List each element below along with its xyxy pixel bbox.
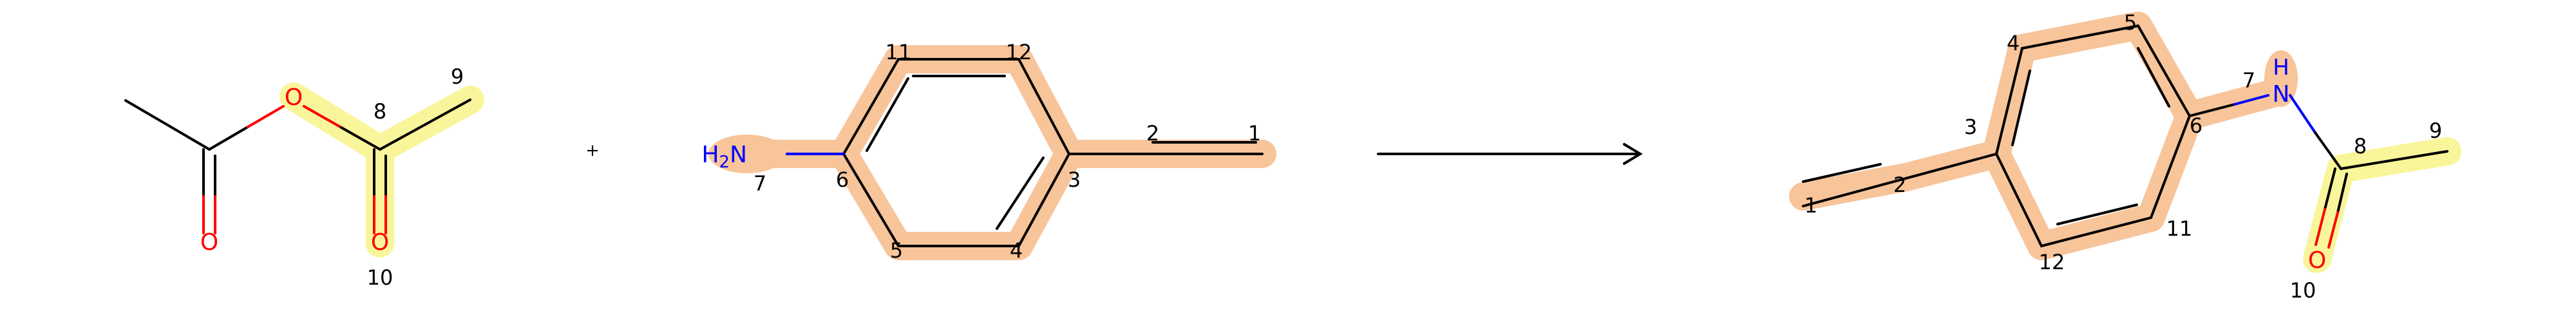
bond-c8-c9 [379,99,471,151]
highlight-product-vinyl-a [1789,163,1920,211]
product-bond-c8-o10-a-black [2324,167,2336,211]
product-bond-c6-n-blue [2233,94,2269,106]
atom-nh2-n: N [730,142,747,168]
atom-o-carbonyl-right: O [371,229,389,256]
bond-c-o-red [247,105,285,128]
product-ring-inner-b [2137,47,2170,108]
product-atom-index-c1: 1 [1804,193,1817,218]
atom-nh2: H2N [701,142,747,172]
atom-index-c9: 9 [451,64,464,89]
product-ring-inner-a [2011,70,2031,146]
product-atom-index-n7: 7 [2242,68,2255,93]
atom-o-carbonyl-left: O [200,229,218,256]
product-bond-c8-o10-b-black [2336,173,2348,214]
product-bond-double-c1-c2 [1802,163,1882,183]
highlight-product-c8-o10 [2303,155,2355,273]
reactant-4-aminostyrene: H2N 7 6 11 12 5 4 3 2 1 [701,40,1276,263]
reaction-arrow-head [1623,143,1643,165]
atom-index-c11: 11 [886,40,912,64]
reactant-acetic-anhydride: O O O 8 9 10 [124,64,484,290]
reaction-plus-sign: + [585,141,600,160]
highlight-nh2-atom [708,135,786,173]
product-atom-index-c3: 3 [1964,115,1977,139]
atom-nh-h: H [2273,55,2289,80]
atom-index-c12: 12 [1006,40,1032,64]
atom-index-c2: 2 [1146,121,1159,146]
product-bond-c6-n-black [2188,103,2236,117]
atom-o-ester: O [285,84,303,111]
highlight-product-orange [1789,12,2294,260]
reaction-arrow-icon [1377,143,1643,165]
atom-index-c8: 8 [374,99,386,124]
atom-index-o10: 10 [367,265,393,290]
atom-index-c3: 3 [1068,167,1081,192]
product-atom-index-c8: 8 [2354,134,2367,158]
product-atom-index-o10: 10 [2290,278,2316,303]
atom-nh2-h: H [701,142,719,168]
atom-index-c1: 1 [1248,121,1261,146]
product-atom-index-c6: 6 [2190,113,2202,138]
product-4-vinylacetanilide: H N O 1 2 3 4 5 6 7 8 9 10 11 12 [1789,10,2461,303]
bonds-aminostyrene [786,58,1264,247]
bonds-acetic-anhydride [124,99,471,234]
product-atom-index-c5: 5 [2124,10,2137,35]
product-atom-index-c2: 2 [1893,173,1906,197]
atom-index-c5: 5 [890,238,903,263]
product-atom-index-c12: 12 [2039,250,2065,274]
atom-index-n7: 7 [753,171,766,196]
highlight-product-acetyl [2303,137,2461,273]
product-bond-n-c8-blue [2289,94,2316,134]
product-atom-index-c4: 4 [2007,31,2020,55]
product-bond-n-c8-black [2314,131,2342,170]
product-ring-inner-c [2056,204,2138,225]
atom-nh-n: N [2273,81,2290,108]
highlight-product-nh-atom [2264,50,2298,107]
atom-nh2-subscript: 2 [719,153,730,172]
product-bond-c8-o10-b-red [2327,211,2339,249]
ring-inner-bond-c [996,156,1045,230]
product-bond-c8-o10-a-red [2315,208,2326,246]
product-bond-c8-c9 [2340,150,2448,170]
product-bond-c1-c3 [1802,153,1998,207]
product-atom-index-c11: 11 [2166,216,2193,241]
ring-inner-bond-a [866,77,909,152]
bond-c-o-black [208,126,249,151]
product-atom-index-c9: 9 [2429,118,2442,143]
atom-index-c4: 4 [1010,238,1023,263]
atom-index-c6: 6 [836,167,849,192]
bond-o-c8-red [303,105,343,129]
bond-o-c8-black [340,126,381,151]
bond-ch3-c [124,99,211,151]
atom-product-o-carbonyl: O [2308,247,2326,274]
bonds-product [1802,24,2448,249]
